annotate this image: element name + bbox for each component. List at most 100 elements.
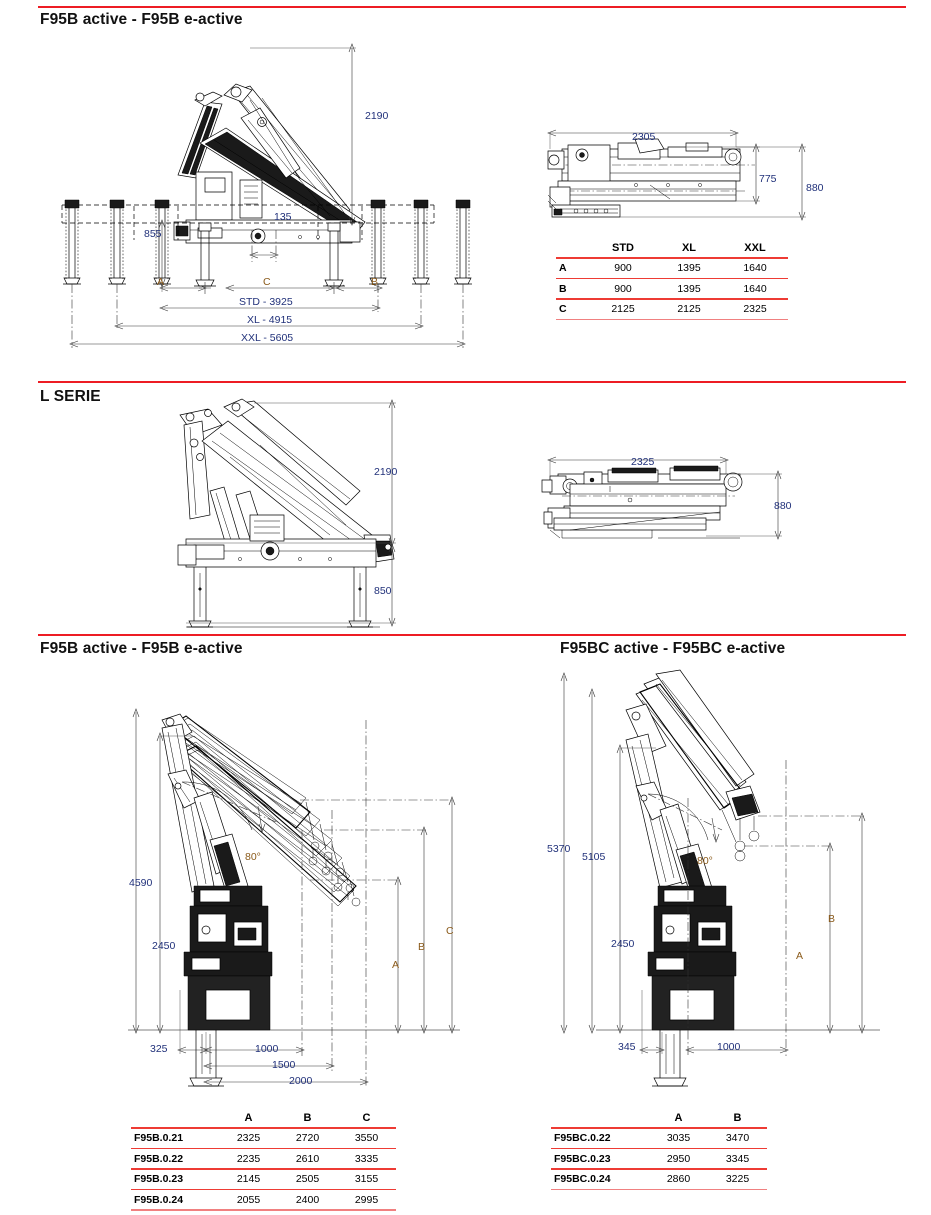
table-rule — [551, 1168, 767, 1170]
bottom-left-drawing — [128, 708, 460, 1088]
cell-b: 3345 — [725, 1152, 750, 1165]
stabilizer-extension-table: STD XL XXL A 900 1395 1640 B 900 1395 16… — [556, 242, 788, 321]
dim-880-top: 880 — [806, 182, 824, 194]
l-serie-top-view-body — [541, 465, 743, 539]
col-head-c: C — [362, 1112, 371, 1124]
cell-a: 2055 — [236, 1193, 261, 1206]
table-rule — [556, 318, 788, 321]
table-header-row: A B C — [131, 1112, 396, 1127]
dim-345: 345 — [618, 1041, 636, 1053]
dimension-2190 — [250, 43, 356, 226]
table-rule — [556, 277, 788, 280]
reach-dimension-A — [310, 876, 402, 1034]
col-head-model — [131, 1112, 219, 1127]
dim-2190-top: 2190 — [365, 110, 389, 122]
table-rule — [131, 1147, 396, 1150]
row-label: F95B.0.23 — [134, 1173, 184, 1186]
section-title-top: F95B active - F95B e-active — [40, 11, 243, 28]
reach-dimension-B — [324, 826, 428, 1034]
cell-b: 2720 — [295, 1132, 320, 1145]
dim-1000-bl: 1000 — [255, 1043, 279, 1055]
dimension-2000 — [203, 1078, 369, 1086]
dimension-880-lserie — [706, 470, 782, 540]
table-row: B 900 1395 1640 — [556, 279, 788, 298]
angle-label-80-br: 80° — [697, 855, 713, 867]
dimension-2450 — [156, 732, 192, 1034]
col-head-blank — [556, 242, 590, 257]
dimension-135 — [249, 230, 279, 262]
col-head-model — [551, 1112, 649, 1127]
dimension-2450-br — [616, 744, 656, 1034]
middle-right-drawing — [541, 456, 782, 540]
cell-std: 900 — [614, 282, 632, 295]
angle-80-br — [647, 793, 723, 843]
bc-reach-dimension-B — [758, 812, 866, 1034]
cell-c: 2995 — [354, 1193, 379, 1206]
cell-xxl: 1640 — [743, 262, 767, 275]
cell-b: 2400 — [295, 1193, 320, 1206]
table-row: F95B.0.21 2325 2720 3550 — [131, 1129, 396, 1148]
row-label: F95BC.0.24 — [554, 1173, 611, 1186]
dimension-880 — [620, 143, 806, 221]
stabilizer-label-C: C — [263, 276, 271, 288]
top-right-drawing — [547, 129, 806, 221]
table-rule — [556, 257, 788, 259]
table-header-row: STD XL XXL — [556, 242, 788, 257]
dimension-345-br — [639, 990, 665, 1054]
l-serie-crane-body — [177, 398, 395, 628]
cell-a: 2860 — [666, 1173, 691, 1186]
cell-xl: 1395 — [677, 282, 701, 295]
table-rule — [551, 1188, 767, 1191]
cell-a: 3035 — [666, 1132, 691, 1145]
col-head-b: B — [303, 1112, 312, 1124]
bc-boom-upper — [635, 669, 761, 862]
reach-label-A-bl: A — [392, 959, 400, 971]
section-rule-middle — [38, 381, 906, 383]
cell-xxl: 2325 — [743, 303, 767, 316]
span-xl: XL - 4915 — [247, 314, 293, 326]
angle-label-80-bl: 80° — [245, 851, 261, 863]
dim-2450-br: 2450 — [611, 938, 635, 950]
dim-1500: 1500 — [272, 1059, 296, 1071]
f95b-model-reach-table: A B C F95B.0.21 2325 2720 3550 F95B.0.22… — [131, 1112, 396, 1211]
table-row: F95BC.0.22 3035 3470 — [551, 1129, 767, 1148]
cell-xl: 2125 — [677, 303, 701, 316]
dimension-2305 — [547, 129, 739, 149]
cell-a: 2145 — [236, 1173, 261, 1186]
dim-135-top: 135 — [274, 211, 292, 223]
cell-b: 2505 — [295, 1173, 320, 1186]
span-std: STD - 3925 — [239, 296, 293, 308]
table-row: F95BC.0.23 2950 3345 — [551, 1149, 767, 1168]
dim-2450-bl: 2450 — [152, 940, 176, 952]
table-rule — [551, 1127, 767, 1129]
section-rule-bottom — [38, 634, 906, 636]
dim-775: 775 — [759, 173, 777, 185]
cell-c: 3335 — [354, 1152, 379, 1165]
dim-5105: 5105 — [582, 851, 606, 863]
cell-a: 2325 — [236, 1132, 261, 1145]
bc-reach-dimension-A — [744, 842, 834, 1034]
section-title-bottom-right: F95BC active - F95BC e-active — [560, 640, 786, 657]
crane-folded-body — [173, 83, 366, 244]
row-label: F95B.0.24 — [134, 1193, 184, 1206]
table-row: F95B.0.24 2055 2400 2995 — [131, 1190, 396, 1209]
row-label: C — [559, 303, 567, 316]
section-rule-top — [38, 6, 906, 8]
cell-c: 3550 — [354, 1132, 379, 1145]
dim-855-top: 855 — [144, 228, 162, 240]
table-header-row: A B — [551, 1112, 767, 1127]
col-head-a: A — [674, 1112, 683, 1124]
col-head-std: STD — [612, 242, 634, 254]
reach-label-C-bl: C — [446, 925, 454, 937]
dim-2190-lserie: 2190 — [374, 466, 398, 478]
stabilizer-label-B: B — [371, 276, 379, 288]
cell-a: 2235 — [236, 1152, 261, 1165]
dimension-5105 — [588, 688, 596, 1034]
reach-label-B-br: B — [828, 913, 836, 925]
table-row: F95B.0.22 2235 2610 3335 — [131, 1149, 396, 1168]
outrigger-legs-right — [323, 199, 472, 287]
row-label: A — [559, 262, 567, 275]
cell-std: 900 — [614, 262, 632, 275]
crane-column-and-base — [161, 713, 273, 1087]
cell-b: 3225 — [725, 1173, 750, 1186]
